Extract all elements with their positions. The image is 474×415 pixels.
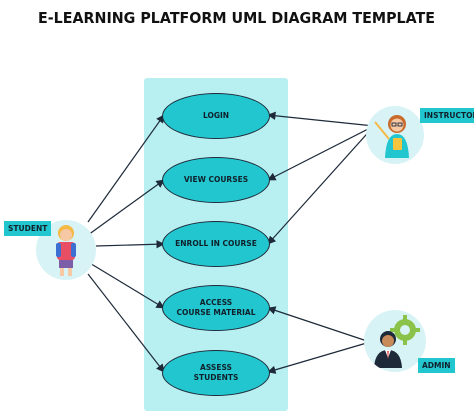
association-student-assess-students [87, 273, 165, 373]
use-case-view-courses[interactable]: VIEW COURSES [162, 157, 270, 203]
use-case-label: LOGIN [202, 111, 230, 120]
use-case-enroll-in-course[interactable]: ENROLL IN COURSE [162, 221, 270, 267]
association-student-view-courses [87, 179, 165, 236]
association-instructor-login [267, 111, 375, 127]
association-student-login [87, 114, 165, 223]
actor-admin[interactable] [364, 310, 426, 372]
actor-label-admin: ADMIN [418, 358, 455, 373]
diagram-title: E-LEARNING PLATFORM UML DIAGRAM TEMPLATE [38, 9, 436, 27]
association-admin-access-course-material [267, 306, 371, 343]
title-row: E-LEARNING PLATFORM UML DIAGRAM TEMPLATE [30, 4, 470, 32]
admin-icon [374, 315, 420, 368]
association-student-enroll-in-course [95, 240, 165, 249]
use-case-login[interactable]: LOGIN [162, 93, 270, 139]
actor-label-instructor: INSTRUCTOR [420, 108, 474, 123]
association-instructor-enroll-in-course [267, 125, 375, 245]
use-case-label: ACCESS COURSE MATERIAL [176, 298, 256, 317]
student-icon [56, 225, 76, 276]
use-case-label: VIEW COURSES [183, 175, 249, 184]
use-case-access-course-material[interactable]: ACCESS COURSE MATERIAL [162, 285, 270, 331]
association-admin-assess-students [267, 341, 371, 374]
instructor-icon [374, 115, 409, 158]
actor-instructor[interactable] [366, 106, 424, 164]
use-case-assess-students[interactable]: ASSESS STUDENTS [162, 350, 270, 396]
use-case-label: ENROLL IN COURSE [175, 239, 257, 248]
use-case-label: ASSESS STUDENTS [193, 363, 239, 382]
association-student-access-course-material [87, 261, 165, 309]
association-instructor-view-courses [267, 125, 375, 181]
actor-label-student: STUDENT [4, 221, 52, 236]
